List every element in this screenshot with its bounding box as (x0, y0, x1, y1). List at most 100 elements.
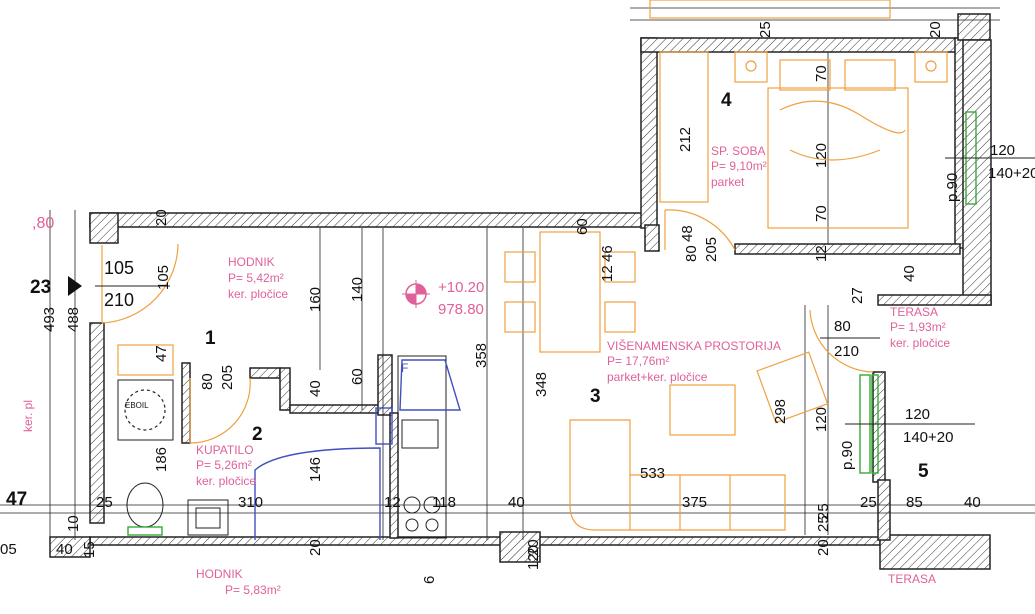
dim-20c: 20 (815, 539, 832, 556)
room-2-area: P= 5,26m² (196, 458, 252, 472)
room-3-number: 3 (590, 386, 601, 407)
living-window (845, 374, 975, 474)
dim-140: 140 (349, 277, 366, 302)
level-relative: +10.20 (438, 279, 484, 296)
dining-set (504, 231, 636, 353)
dim-70a: 70 (813, 65, 830, 82)
terrace-door-height: 210 (834, 343, 859, 360)
bedroom-window-width: 120 (990, 142, 1015, 159)
dim-118: 118 (432, 494, 456, 511)
room-2-number: 2 (252, 424, 263, 445)
room-2-name: KUPATILO (196, 443, 254, 457)
dim-46: 46 (599, 245, 616, 262)
dim-70b: 70 (813, 205, 830, 222)
living-window-sill: p.90 (839, 441, 856, 470)
living-window-width: 120 (905, 406, 930, 423)
bedroom-window-sill: p.90 (944, 173, 961, 202)
dim-120a: 120 (813, 143, 830, 168)
dim-05: 05 (0, 541, 17, 558)
hodnik-below-name: HODNIK (196, 567, 243, 581)
dim-186: 186 (153, 447, 170, 472)
dim-20a: 20 (307, 539, 324, 556)
level-absolute: 978.80 (438, 301, 484, 318)
level-marker (402, 280, 430, 308)
dim-60a: 60 (349, 368, 366, 385)
dim-12b: 12 (599, 265, 616, 282)
dim-48: 48 (679, 225, 696, 242)
room-5-name: TERASA (890, 305, 938, 319)
dim-25b: 25 (860, 494, 877, 511)
dim-6: 6 (421, 576, 438, 584)
dim-488: 488 (65, 307, 82, 332)
room-4-name: SP. SOBA (711, 144, 765, 158)
dim-120b: 120 (813, 407, 830, 432)
room-1-floor: ker. pločice (228, 287, 288, 301)
dim-12c: 12 (813, 245, 830, 262)
bath-door (189, 377, 251, 444)
dim-298: 298 (772, 399, 789, 424)
room-1-area: P= 5,42m² (228, 271, 284, 285)
room-4-number: 4 (721, 90, 732, 111)
boiler-label: EBOIL (125, 401, 149, 410)
entry-arrow-icon (68, 276, 82, 296)
entry-door-height: 210 (104, 290, 134, 310)
dim-40a: 40 (307, 380, 324, 397)
dim-40d: 40 (56, 541, 73, 558)
left-cut-floor: ker. pl (21, 400, 35, 432)
dim-533: 533 (640, 465, 665, 482)
bedroom-door-height: 205 (703, 237, 720, 262)
dim-310: 310 (238, 494, 263, 511)
room-5-area: P= 1,93m² (890, 320, 946, 334)
fridge-label: F (401, 361, 408, 375)
terasa-below-name: TERASA (888, 572, 936, 586)
dim-85: 85 (906, 494, 923, 511)
dim-20e: 20 (927, 21, 944, 38)
dim-375: 375 (682, 494, 707, 511)
dim-12a: 12 (384, 494, 401, 511)
terrace-door-width: 80 (834, 318, 851, 335)
dim-20d: 20 (153, 209, 170, 226)
dim-15: 15 (81, 541, 98, 558)
bedroom-door-width: 80 (683, 245, 700, 262)
wardrobe-top (649, 0, 891, 19)
dim-120c: 120 (525, 545, 542, 570)
dim-60b: 60 (574, 218, 591, 235)
bed (659, 51, 948, 229)
room-2-floor: ker. pločice (196, 474, 256, 488)
hodnik-below-area: P= 5,83m² (225, 583, 281, 597)
dim-358: 358 (473, 343, 490, 368)
room-1-name: HODNIK (228, 255, 275, 269)
sofa (569, 351, 829, 531)
bedroom-window (945, 111, 1035, 205)
dim-47: 47 (153, 345, 170, 362)
dim-25e: 25 (815, 515, 832, 532)
dim-47b: 47 (6, 489, 27, 510)
living-window-height: 140+20 (903, 429, 953, 446)
bath-door-height: 205 (219, 365, 236, 390)
walls (49, 13, 992, 570)
dim-40b: 40 (508, 494, 525, 511)
entry-door (101, 243, 179, 324)
room-5-number: 5 (918, 461, 929, 482)
entry-door-width: 105 (104, 258, 134, 278)
terrace-door (809, 309, 874, 373)
dim-348: 348 (533, 372, 550, 397)
dim-212: 212 (677, 127, 694, 152)
dim-25c: 25 (757, 21, 774, 38)
dim-40e: 40 (901, 265, 918, 282)
dim-23: 23 (30, 277, 51, 298)
room-5-floor: ker. pločice (890, 336, 950, 350)
dimension-lines (0, 7, 1035, 540)
dim-146: 146 (307, 457, 324, 482)
room-4-area: P= 9,10m² (711, 159, 767, 173)
bathroom-fixtures (117, 344, 381, 540)
dim-10: 10 (65, 515, 82, 532)
room-3-name: VIŠENAMENSKA PROSTORIJA (607, 338, 781, 353)
room-4-floor: parket (711, 175, 745, 189)
bedroom-window-height: 140+20 (988, 165, 1035, 182)
dim-27: 27 (849, 287, 866, 304)
room-3-area: P= 17,76m² (607, 354, 669, 368)
dim-25a: 25 (96, 494, 113, 511)
left-cut-dim: ,80 (32, 215, 54, 232)
